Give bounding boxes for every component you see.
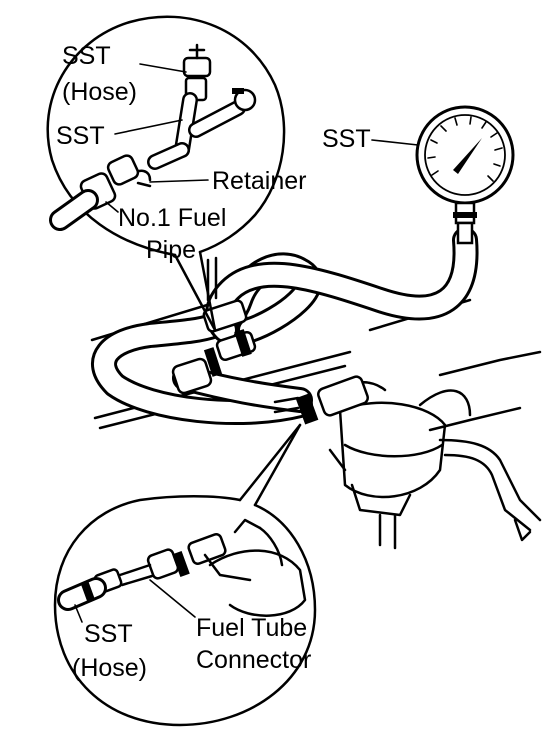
label-sst-top: SST (56, 122, 105, 150)
center-connector-assembly (171, 256, 257, 395)
label-sst-gauge: SST (322, 125, 371, 153)
gauge-hose (205, 227, 479, 343)
top-detail-view (46, 15, 286, 332)
leader-retainer (149, 179, 209, 183)
leader-fuel-tube-connector (149, 579, 196, 618)
label-sst-hose-top-line1: SST (62, 42, 111, 70)
mounting-bracket (438, 438, 542, 542)
label-fuel-tube-connector-line2: Connector (196, 646, 311, 674)
labels: SST (Hose) SST Retainer No.1 Fuel Pipe S… (56, 42, 371, 682)
gauge-tick-marks (427, 116, 503, 182)
no1-fuel-pipe-part (49, 154, 140, 231)
fuel-filter-housing (273, 375, 472, 550)
sst-hose-top-part (182, 43, 212, 102)
gauge-needle (453, 138, 482, 174)
bottom-detail-view (53, 423, 317, 727)
label-sst-hose-bottom-line1: SST (84, 620, 133, 648)
label-fuel-tube-connector-line1: Fuel Tube (196, 614, 307, 642)
label-no1-fuel-pipe-line1: No.1 Fuel (118, 204, 226, 232)
leader-sst-hose-bottom (74, 604, 83, 623)
leader-no1-fuel-pipe (105, 201, 119, 213)
leader-sst-hose-top (139, 63, 187, 73)
sst-hose-bottom-part (57, 577, 107, 611)
label-sst-hose-bottom-line2: (Hose) (72, 654, 147, 682)
label-sst-hose-top-line2: (Hose) (62, 78, 137, 106)
label-retainer: Retainer (212, 167, 307, 195)
label-no1-fuel-pipe-line2: Pipe (146, 236, 196, 264)
leader-sst-top (114, 119, 183, 135)
leader-sst-gauge (371, 139, 419, 146)
pressure-gauge (415, 105, 515, 245)
fuel-tube-connector-part (93, 518, 307, 617)
sst-tee-fitting (147, 88, 257, 170)
